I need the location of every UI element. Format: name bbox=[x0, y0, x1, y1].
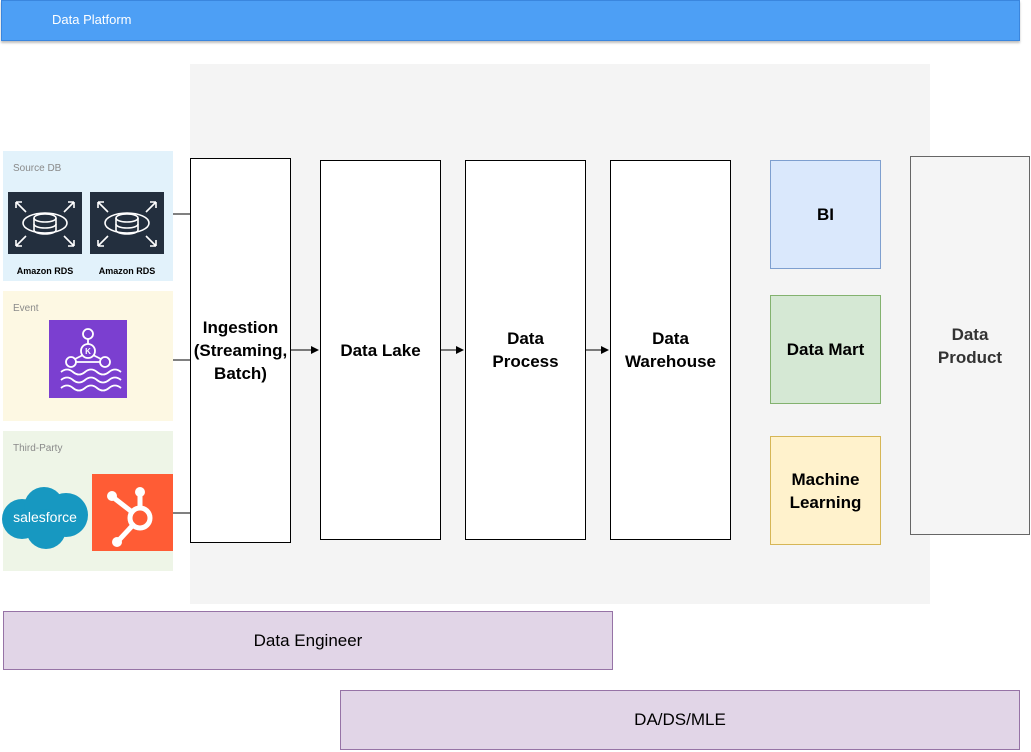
third-party-label: Third-Party bbox=[13, 443, 63, 454]
salesforce-logo: salesforce bbox=[0, 483, 90, 551]
data-warehouse-label: Data Warehouse bbox=[624, 329, 716, 371]
data-lake-box: Data Lake bbox=[320, 160, 441, 540]
header-bar bbox=[1, 0, 1020, 41]
bi-label: BI bbox=[817, 205, 834, 224]
event-label: Event bbox=[13, 303, 39, 314]
data-mart-label: Data Mart bbox=[786, 340, 865, 359]
machine-learning-label: Machine Learning bbox=[789, 469, 862, 512]
data-process-label: Data Process bbox=[492, 329, 559, 371]
data-engineer-band: Data Engineer bbox=[3, 611, 613, 670]
salesforce-text: salesforce bbox=[13, 509, 77, 525]
rds-icon bbox=[90, 192, 164, 254]
data-mart-box: Data Mart bbox=[770, 295, 881, 404]
kafka-icon: K bbox=[49, 320, 127, 398]
rds-label: Amazon RDS bbox=[98, 266, 156, 276]
ingestion-label: Ingestion (Streaming, Batch) bbox=[193, 318, 288, 383]
analyst-band: DA/DS/MLE bbox=[340, 690, 1020, 750]
hubspot-logo bbox=[92, 474, 173, 551]
data-product-box: Data Product bbox=[910, 156, 1030, 535]
rds-label: Amazon RDS bbox=[16, 266, 74, 276]
analyst-label: DA/DS/MLE bbox=[634, 710, 726, 729]
header-title: Data Platform bbox=[52, 12, 132, 27]
source-db-label: Source DB bbox=[13, 163, 62, 174]
machine-learning-box: Machine Learning bbox=[770, 436, 881, 545]
bi-box: BI bbox=[770, 160, 881, 269]
data-warehouse-box: Data Warehouse bbox=[610, 160, 731, 540]
svg-text:K: K bbox=[85, 347, 91, 356]
data-product-label: Data Product bbox=[937, 324, 1003, 367]
rds-icon bbox=[8, 192, 82, 254]
data-lake-label: Data Lake bbox=[340, 340, 421, 360]
ingestion-box: Ingestion (Streaming, Batch) bbox=[190, 158, 291, 543]
data-engineer-label: Data Engineer bbox=[253, 630, 363, 650]
data-process-box: Data Process bbox=[465, 160, 586, 540]
